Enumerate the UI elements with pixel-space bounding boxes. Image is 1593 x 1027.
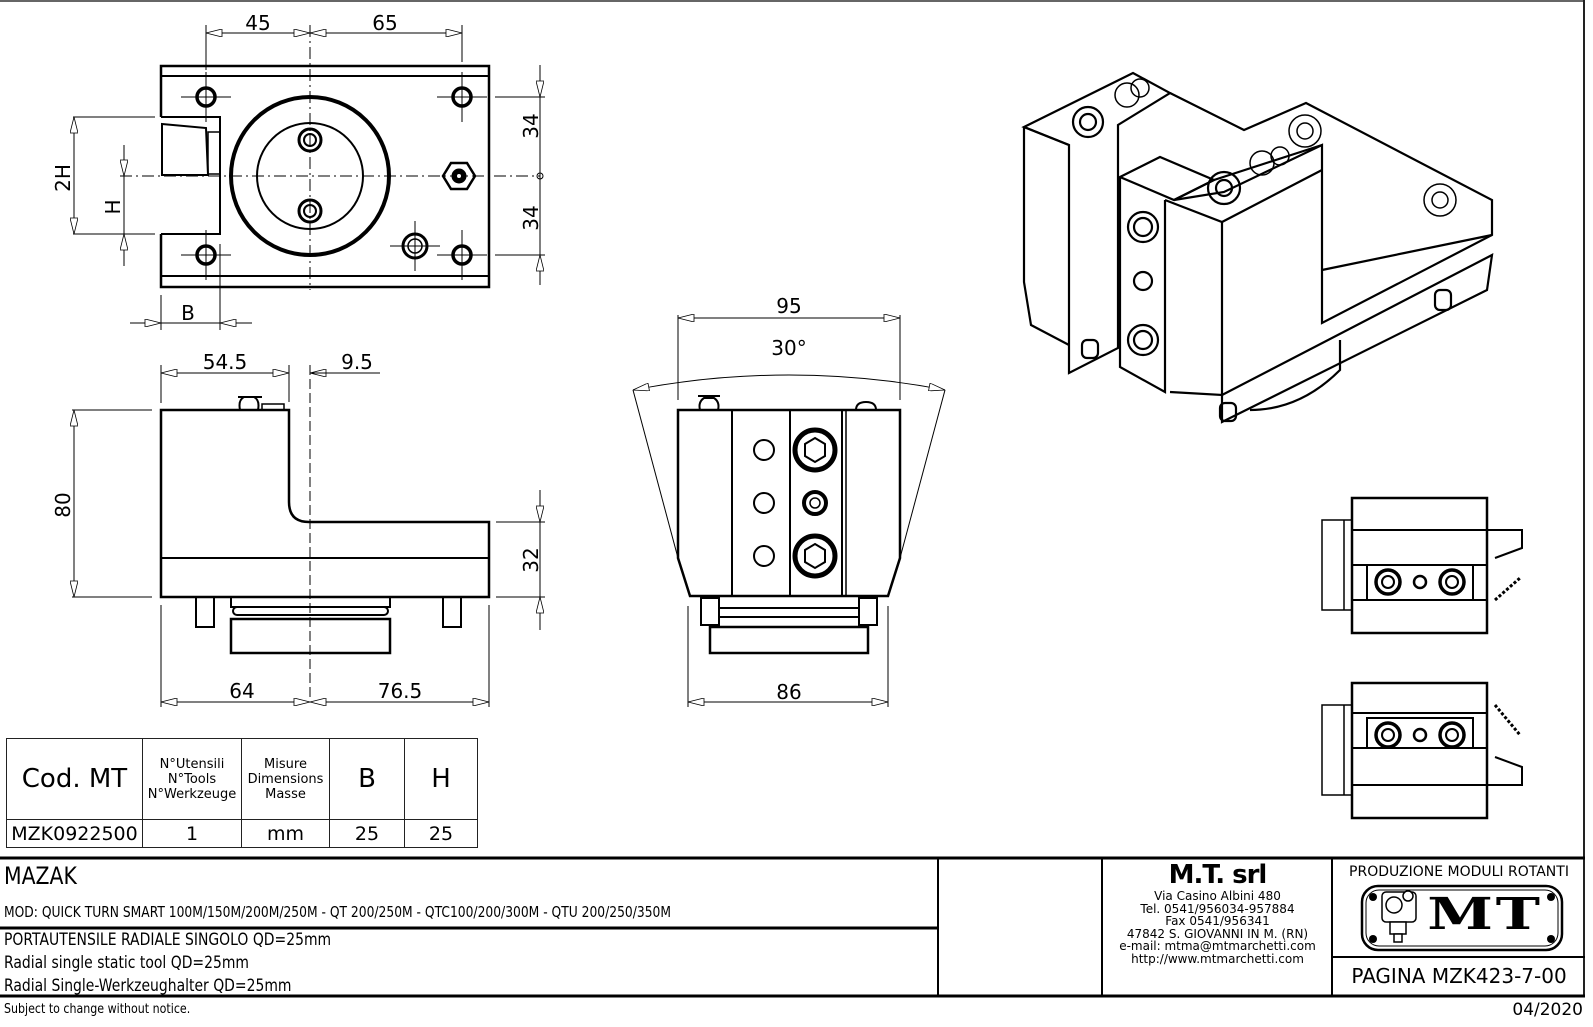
- title-block-frame: [0, 856, 1585, 998]
- cell-code: MZK0922500: [6, 819, 143, 848]
- header-b: B: [329, 738, 405, 820]
- dim-80: 80: [51, 492, 75, 517]
- dim-34-bottom: 34: [519, 205, 543, 230]
- dim-b: B: [181, 301, 195, 325]
- description-it: PORTAUTENSILE RADIALE SINGOLO QD=25mm: [4, 930, 332, 950]
- company-city: 47842 S. GIOVANNI IN M. (RN): [1126, 926, 1309, 941]
- sheet-border-top: [0, 0, 1585, 2]
- company-fax: Fax 0541/956341: [1165, 914, 1270, 928]
- company-block: M.T. srl Via Casino Albini 480 Tel. 0541…: [1103, 860, 1332, 965]
- dim-54-5: 54.5: [203, 350, 248, 374]
- production-label: PRODUZIONE MODULI ROTANTI: [1349, 864, 1569, 880]
- dim-2h: 2H: [51, 164, 75, 192]
- rotary-module-icon: [1381, 890, 1417, 943]
- header-dims-de: Masse: [265, 786, 306, 802]
- dim-65: 65: [372, 11, 397, 35]
- header-code: Cod. MT: [6, 738, 143, 820]
- description-de: Radial Single-Werkzeughalter QD=25mm: [4, 976, 292, 996]
- footer-date: 04/2020: [1512, 1000, 1583, 1020]
- mt-logo-text: MT: [1427, 889, 1543, 940]
- front-view-dimensions: 95 30° 86: [771, 294, 806, 704]
- dim-45: 45: [245, 11, 270, 35]
- dim-64: 64: [229, 679, 254, 703]
- dim-32: 32: [519, 547, 543, 572]
- config-view-upper: [1321, 496, 1523, 635]
- side-view-dimensions: 54.5 9.5 80 32 64 76.5: [51, 350, 543, 703]
- front-view: [632, 315, 946, 707]
- header-dims-en: Dimensions: [247, 771, 324, 787]
- header-h: H: [404, 738, 478, 820]
- config-view-lower: [1321, 681, 1523, 820]
- page-code: PAGINA MZK423-7-00: [1351, 964, 1567, 988]
- brand-title: MAZAK: [4, 862, 77, 890]
- header-dims-it: Misure: [264, 756, 307, 772]
- dim-9-5: 9.5: [341, 350, 373, 374]
- dim-86: 86: [776, 680, 801, 704]
- spec-table: Cod. MT N°Utensili N°Tools N°Werkzeuge M…: [6, 738, 478, 848]
- dim-34-top: 34: [519, 113, 543, 138]
- sheet-border-right: [1583, 0, 1585, 997]
- header-tools: N°Utensili N°Tools N°Werkzeuge: [142, 738, 242, 820]
- company-web[interactable]: http://www.mtmarchetti.com: [1131, 951, 1304, 966]
- cell-dims: mm: [241, 819, 330, 848]
- top-view-dimensions: 45 65 34 34 2H H B: [51, 11, 543, 325]
- top-view: [73, 25, 545, 330]
- header-tools-it: N°Utensili: [159, 756, 225, 772]
- header-tools-en: N°Tools: [167, 771, 217, 787]
- company-email[interactable]: e-mail: mtma@mtmarchetti.com: [1119, 939, 1316, 953]
- models-line: MOD: QUICK TURN SMART 100M/150M/200M/250…: [4, 903, 671, 921]
- description-en: Radial single static tool QD=25mm: [4, 953, 250, 973]
- cell-tools: 1: [142, 819, 242, 848]
- header-dims: Misure Dimensions Masse: [241, 738, 330, 820]
- side-view: [72, 365, 545, 707]
- dim-76-5: 76.5: [378, 679, 423, 703]
- isometric-view: [1021, 71, 1494, 424]
- company-name: M.T. srl: [1168, 860, 1268, 890]
- dim-h: H: [101, 199, 125, 214]
- dim-95: 95: [776, 294, 801, 318]
- cell-b: 25: [329, 819, 405, 848]
- footer-notice: Subject to change without notice.: [4, 1002, 191, 1017]
- header-tools-de: N°Werkzeuge: [147, 786, 237, 802]
- cell-h: 25: [404, 819, 478, 848]
- dim-angle-30: 30°: [771, 336, 806, 360]
- company-tel: Tel. 0541/956034-957884: [1140, 901, 1295, 916]
- company-address: Via Casino Albini 480: [1154, 889, 1281, 903]
- mt-logo: [1360, 884, 1564, 952]
